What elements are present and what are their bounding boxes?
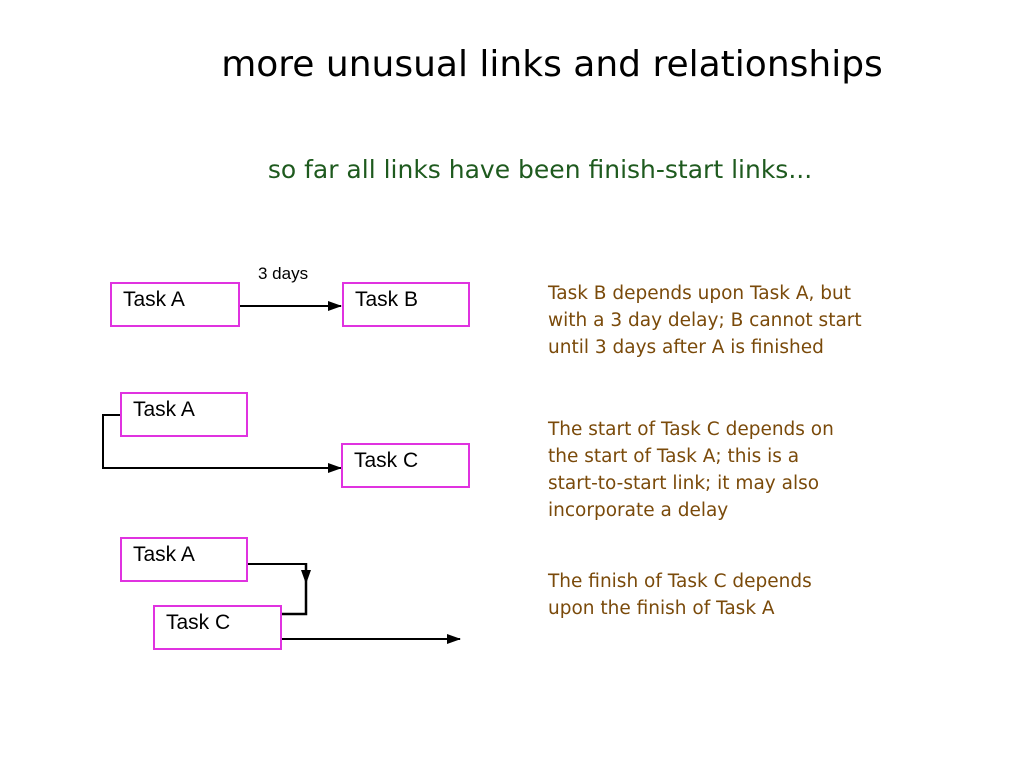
finish-a-connector <box>248 563 311 584</box>
description-line: the start of Task A; this is a <box>548 446 800 467</box>
task-b-box: Task B <box>342 282 470 327</box>
finish-c-connector <box>282 563 308 616</box>
description-line: with a 3 day delay; B cannot start <box>548 310 862 331</box>
description-line: until 3 days after A is finished <box>548 337 824 358</box>
task-a-box-2: Task A <box>120 392 248 437</box>
task-a-box-3: Task A <box>120 537 248 582</box>
task-c-box-3: Task C <box>153 605 282 650</box>
delay-label: 3 days <box>258 264 309 283</box>
description-line: incorporate a delay <box>548 500 729 521</box>
description-line: The finish of Task C depends <box>548 571 812 592</box>
description-start-start: The start of Task C depends on the start… <box>548 416 928 524</box>
description-finish-finish: The finish of Task C depends upon the fi… <box>548 568 928 622</box>
description-line: upon the finish of Task A <box>548 598 775 619</box>
task-a-box-1: Task A <box>110 282 240 327</box>
description-line: Task B depends upon Task A, but <box>548 283 851 304</box>
description-finish-start: Task B depends upon Task A, but with a 3… <box>548 280 928 361</box>
slide-title: more unusual links and relationships <box>221 44 883 85</box>
start-start-arrow <box>102 414 342 473</box>
description-line: start-to-start link; it may also <box>548 473 820 494</box>
description-line: The start of Task C depends on <box>548 419 834 440</box>
task-c-box-2: Task C <box>341 443 470 488</box>
slide-subtitle: so far all links have been finish-start … <box>267 155 813 184</box>
